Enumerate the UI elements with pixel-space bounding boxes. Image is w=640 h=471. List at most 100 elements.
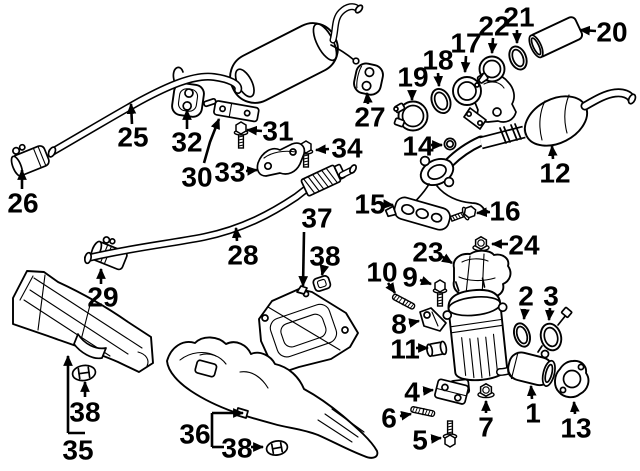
clamp-26 (10, 143, 50, 177)
part-number-label[interactable]: 19 (397, 62, 428, 93)
part-number-label[interactable]: 35 (62, 435, 93, 466)
callout-3[interactable]: 3 (543, 281, 559, 322)
part-number-label[interactable]: 24 (508, 230, 540, 261)
part-number-label[interactable]: 14 (402, 131, 434, 162)
part-number-label[interactable]: 18 (422, 45, 453, 76)
callout-18[interactable]: 18 (422, 45, 454, 88)
callout-35[interactable]: 35 (62, 354, 94, 466)
clamp-19 (393, 100, 429, 132)
part-number-label[interactable]: 23 (412, 237, 443, 268)
callout-8[interactable]: 8 (391, 309, 421, 340)
part-number-label[interactable]: 38 (69, 397, 100, 428)
clamp-3 (537, 306, 573, 353)
leader-arrow (231, 226, 242, 242)
callout-14[interactable]: 14 (402, 131, 444, 162)
part-number-label[interactable]: 27 (354, 102, 385, 133)
part-number-label[interactable]: 15 (354, 189, 385, 220)
callout-33[interactable]: 33 (214, 157, 259, 188)
part-number-label[interactable]: 21 (503, 2, 534, 33)
callout-30[interactable]: 30 (181, 117, 221, 193)
part-number-label[interactable]: 36 (179, 419, 210, 450)
part-number-label[interactable]: 29 (87, 282, 118, 313)
leader-arrow (408, 318, 421, 328)
callout-38[interactable]: 38 (309, 241, 341, 277)
part-number-label[interactable]: 26 (7, 188, 38, 219)
callout-19[interactable]: 19 (397, 62, 429, 102)
callout-26[interactable]: 26 (7, 168, 39, 219)
callout-31[interactable]: 31 (245, 116, 294, 147)
part-number-label[interactable]: 12 (539, 158, 570, 189)
bracket-33 (256, 142, 306, 177)
part-number-label[interactable]: 30 (181, 162, 212, 193)
callout-25[interactable]: 25 (117, 102, 149, 153)
part-number-label[interactable]: 4 (404, 377, 420, 408)
callout-16[interactable]: 16 (475, 196, 521, 227)
part-number-label[interactable]: 22 (478, 11, 509, 42)
part-number-label[interactable]: 32 (171, 127, 202, 158)
callout-21[interactable]: 21 (503, 2, 535, 45)
leader-arrow (520, 308, 530, 321)
leader-arrow (475, 207, 491, 218)
part-number-label[interactable]: 37 (301, 203, 332, 234)
callout-32[interactable]: 32 (171, 108, 203, 158)
callout-34[interactable]: 34 (314, 133, 363, 164)
leader-arrow (314, 144, 330, 155)
callout-7[interactable]: 7 (478, 399, 494, 443)
part-number-label[interactable]: 8 (391, 309, 407, 340)
callout-20[interactable]: 20 (578, 17, 628, 48)
callout-1[interactable]: 1 (525, 384, 541, 429)
part-number-label[interactable]: 17 (450, 28, 481, 59)
part-number-label[interactable]: 3 (543, 281, 559, 312)
leader-arrow (399, 411, 413, 421)
callout-23[interactable]: 23 (412, 237, 453, 268)
part-number-label[interactable]: 28 (227, 240, 258, 271)
part-number-label[interactable]: 31 (262, 116, 293, 147)
leader-arrow (298, 231, 309, 288)
pipe-28-tip (338, 164, 357, 179)
part-number-label[interactable]: 20 (596, 17, 627, 48)
callout-36[interactable]: 36 (179, 408, 245, 450)
part-number-label[interactable]: 25 (117, 122, 148, 153)
callout-15[interactable]: 15 (354, 189, 395, 220)
part-number-label[interactable]: 7 (478, 412, 494, 443)
callout-2[interactable]: 2 (518, 281, 534, 321)
part-number-label[interactable]: 2 (518, 281, 534, 312)
callout-5[interactable]: 5 (412, 425, 443, 456)
callout-22[interactable]: 22 (478, 11, 510, 55)
callout-4[interactable]: 4 (404, 377, 435, 408)
part-number-label[interactable]: 6 (381, 403, 397, 434)
callout-11[interactable]: 11 (390, 334, 430, 365)
part-number-label[interactable]: 38 (221, 433, 252, 464)
clamp-22 (474, 55, 506, 88)
leader-arrow (430, 434, 443, 444)
manifold-plate-15 (384, 196, 451, 231)
callout-38[interactable]: 38 (69, 380, 101, 428)
callout-13[interactable]: 13 (560, 400, 592, 444)
part-number-label[interactable]: 13 (560, 413, 591, 444)
leader-arrow (202, 117, 221, 164)
part-number-label[interactable]: 1 (525, 398, 541, 429)
part-number-label[interactable]: 38 (309, 241, 340, 272)
callout-37[interactable]: 37 (298, 203, 333, 288)
callout-10[interactable]: 10 (366, 257, 398, 294)
part-number-label[interactable]: 16 (489, 196, 520, 227)
part-number-label[interactable]: 5 (412, 425, 428, 456)
leader-arrow (460, 55, 471, 74)
callout-17[interactable]: 17 (450, 28, 482, 74)
part-number-label[interactable]: 34 (331, 133, 363, 164)
nut-24 (472, 236, 490, 252)
callout-9[interactable]: 9 (402, 262, 433, 293)
callout-38[interactable]: 38 (221, 433, 265, 464)
part-number-label[interactable]: 10 (366, 257, 397, 288)
nut-7 (477, 383, 495, 399)
part-number-label[interactable]: 9 (402, 262, 418, 293)
callout-27[interactable]: 27 (354, 91, 386, 133)
callout-6[interactable]: 6 (381, 403, 413, 434)
callout-24[interactable]: 24 (490, 230, 540, 261)
callout-12[interactable]: 12 (539, 144, 571, 189)
callout-28[interactable]: 28 (227, 226, 259, 271)
callout-29[interactable]: 29 (87, 267, 119, 313)
part-number-label[interactable]: 11 (390, 334, 420, 365)
part-number-label[interactable]: 33 (214, 157, 245, 188)
